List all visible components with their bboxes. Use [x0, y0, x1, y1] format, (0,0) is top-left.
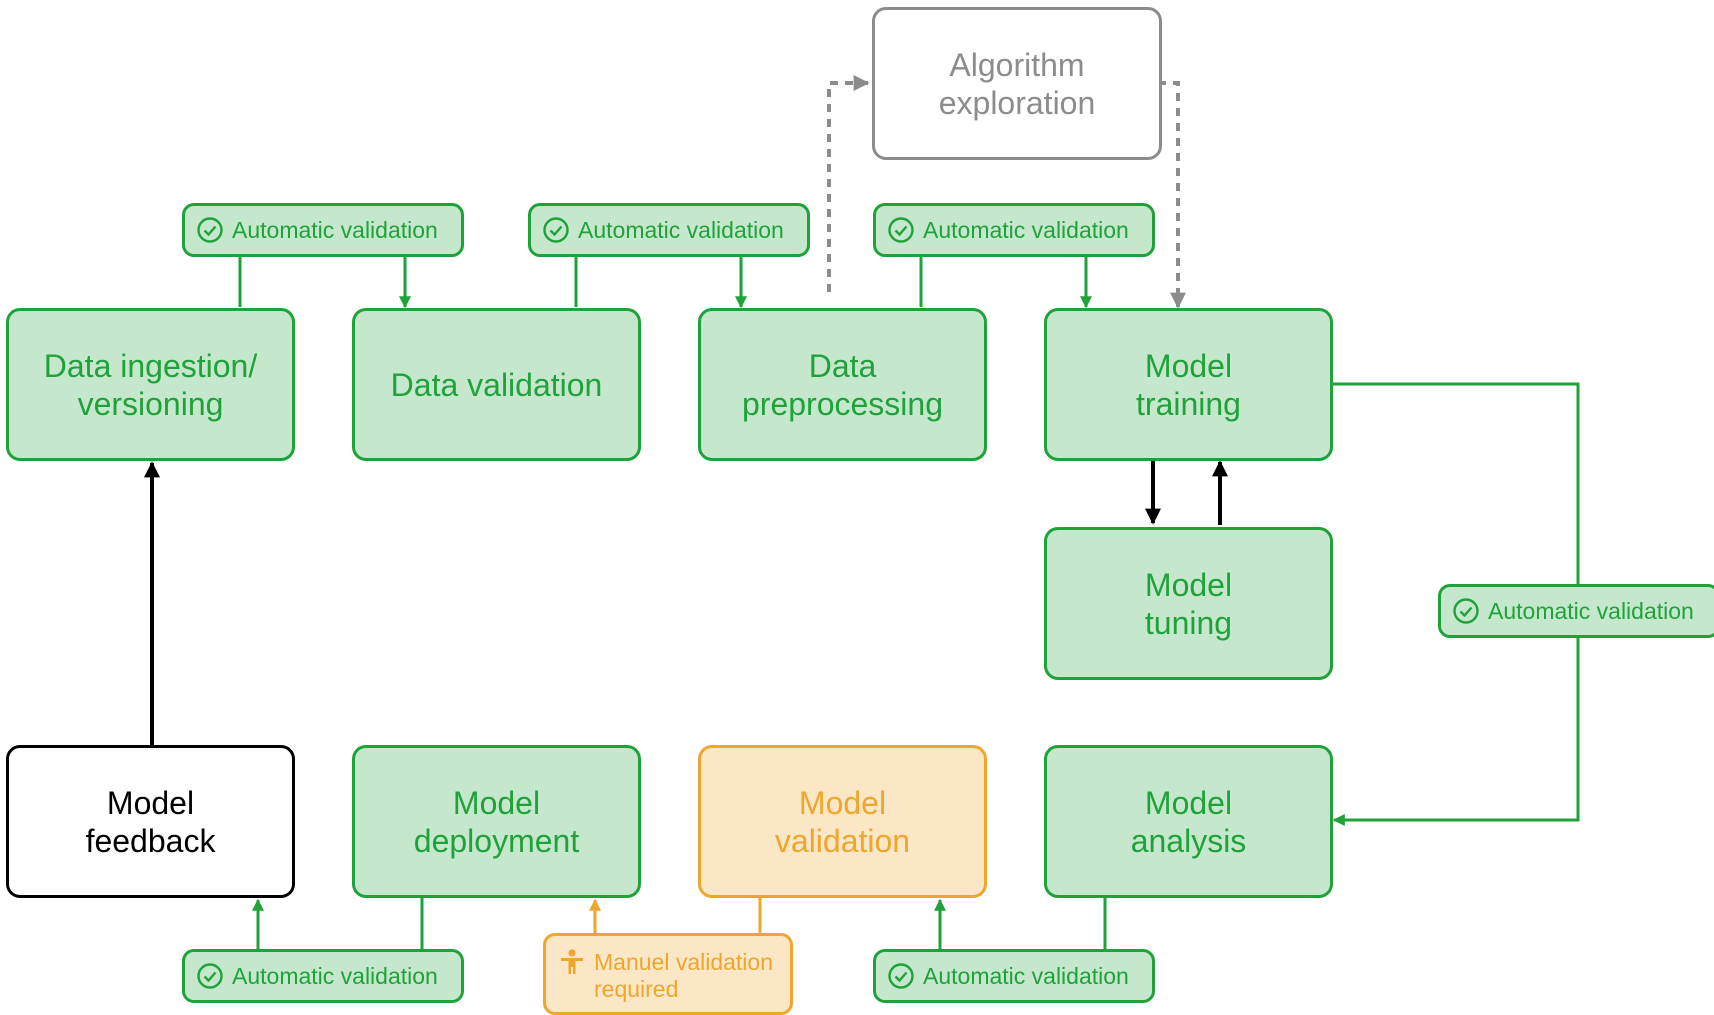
model-tuning-box: Model tuning: [1044, 527, 1333, 680]
automatic-validation-badge-3: Automatic validation: [873, 203, 1155, 257]
model-tuning-label: Model tuning: [1144, 566, 1233, 641]
model-validation-box: Model validation: [698, 745, 987, 898]
automatic-validation-badge-5: Automatic validation: [182, 949, 464, 1003]
check-circle-icon: [197, 217, 223, 243]
automatic-validation-badge-2: Automatic validation: [528, 203, 810, 257]
check-circle-icon: [888, 217, 914, 243]
check-circle-icon: [543, 217, 569, 243]
automatic-validation-label: Automatic validation: [923, 962, 1129, 989]
manual-validation-badge: Manuel validation required: [543, 933, 793, 1015]
check-circle-icon: [888, 963, 914, 989]
arrow-preprocessing-to-algorithm-exploration: [827, 75, 870, 292]
data-preprocessing-label: Data preprocessing: [742, 347, 943, 422]
model-training-box: Model training: [1044, 308, 1333, 461]
model-analysis-label: Model analysis: [1130, 784, 1247, 859]
automatic-validation-label: Automatic validation: [923, 216, 1129, 243]
algorithm-exploration-box: Algorithm exploration: [872, 7, 1162, 160]
automatic-validation-label: Automatic validation: [232, 962, 438, 989]
check-circle-icon: [197, 963, 223, 989]
automatic-validation-label: Automatic validation: [232, 216, 438, 243]
automatic-validation-badge-6: Automatic validation: [873, 949, 1155, 1003]
model-feedback-box: Model feedback: [6, 745, 295, 898]
data-validation-label: Data validation: [390, 366, 603, 403]
automatic-validation-label: Automatic validation: [578, 216, 784, 243]
manual-validation-label: Manuel validation required: [594, 949, 774, 1002]
data-validation-box: Data validation: [352, 308, 641, 461]
model-training-label: Model training: [1136, 347, 1241, 422]
data-preprocessing-box: Data preprocessing: [698, 308, 987, 461]
model-analysis-box: Model analysis: [1044, 745, 1333, 898]
model-feedback-label: Model feedback: [85, 784, 216, 859]
automatic-validation-badge-1: Automatic validation: [182, 203, 464, 257]
data-ingestion-label: Data ingestion/ versioning: [43, 347, 258, 422]
automatic-validation-label: Automatic validation: [1488, 597, 1694, 624]
automatic-validation-badge-4: Automatic validation: [1438, 584, 1714, 638]
model-deployment-label: Model deployment: [413, 784, 580, 859]
algorithm-exploration-label: Algorithm exploration: [938, 46, 1096, 121]
model-deployment-box: Model deployment: [352, 745, 641, 898]
person-icon: [561, 949, 583, 974]
model-validation-label: Model validation: [774, 784, 911, 859]
check-circle-icon: [1453, 598, 1479, 624]
data-ingestion-box: Data ingestion/ versioning: [6, 308, 295, 461]
arrow-algorithm-exploration-to-training: [1158, 81, 1186, 309]
